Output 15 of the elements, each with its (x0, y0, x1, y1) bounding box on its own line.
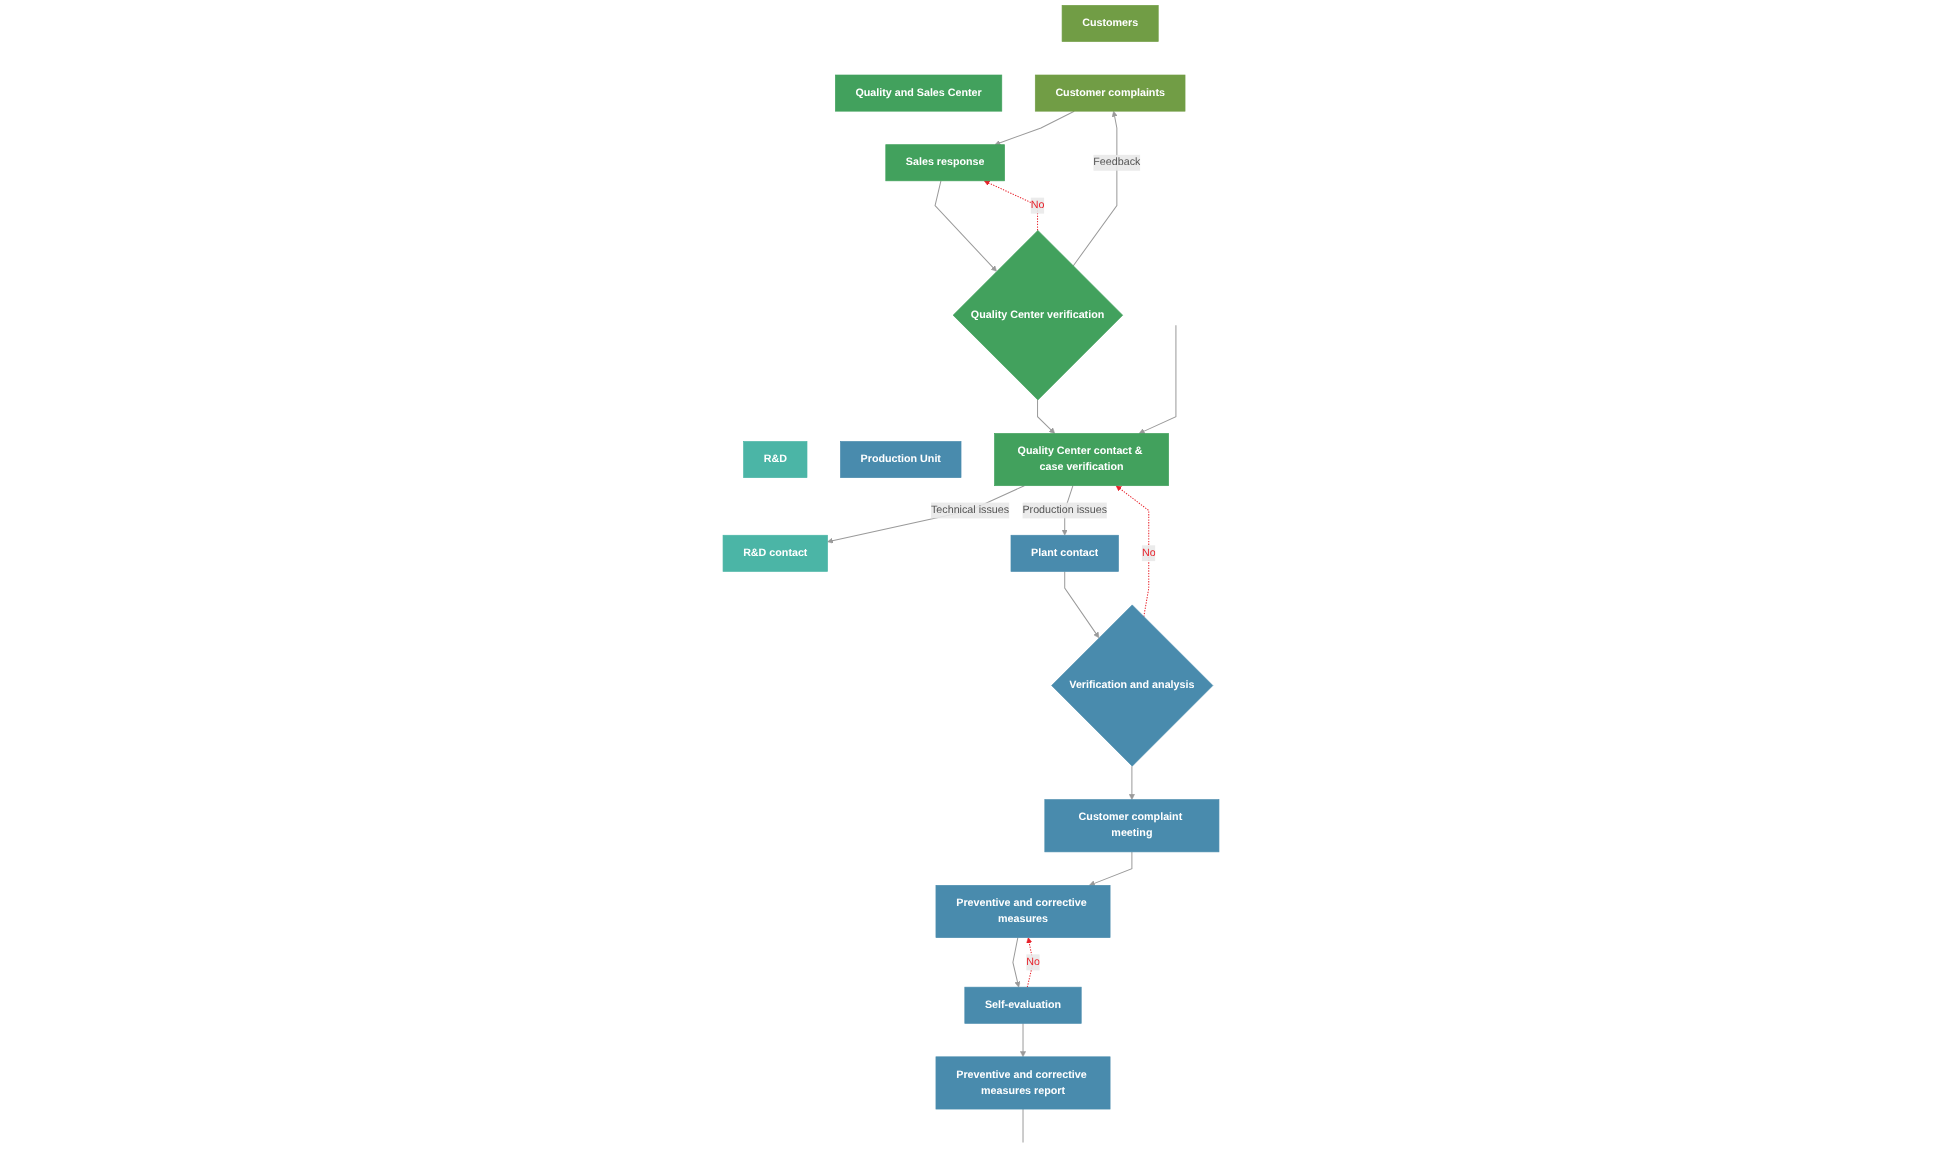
arrow (1072, 110, 1118, 267)
arrow (1012, 937, 1021, 988)
arrow (1026, 937, 1034, 988)
arrow (1020, 1022, 1026, 1058)
arrow (1089, 851, 1133, 887)
arrow (1064, 570, 1100, 639)
arrow (934, 180, 997, 272)
arrow (1115, 485, 1150, 618)
connector (1022, 1108, 1024, 1144)
arrow (1037, 399, 1055, 434)
arrow (983, 180, 1039, 231)
arrow (827, 485, 1025, 544)
arrow (994, 110, 1075, 146)
arrow (1128, 765, 1135, 800)
arrow (1138, 324, 1177, 434)
